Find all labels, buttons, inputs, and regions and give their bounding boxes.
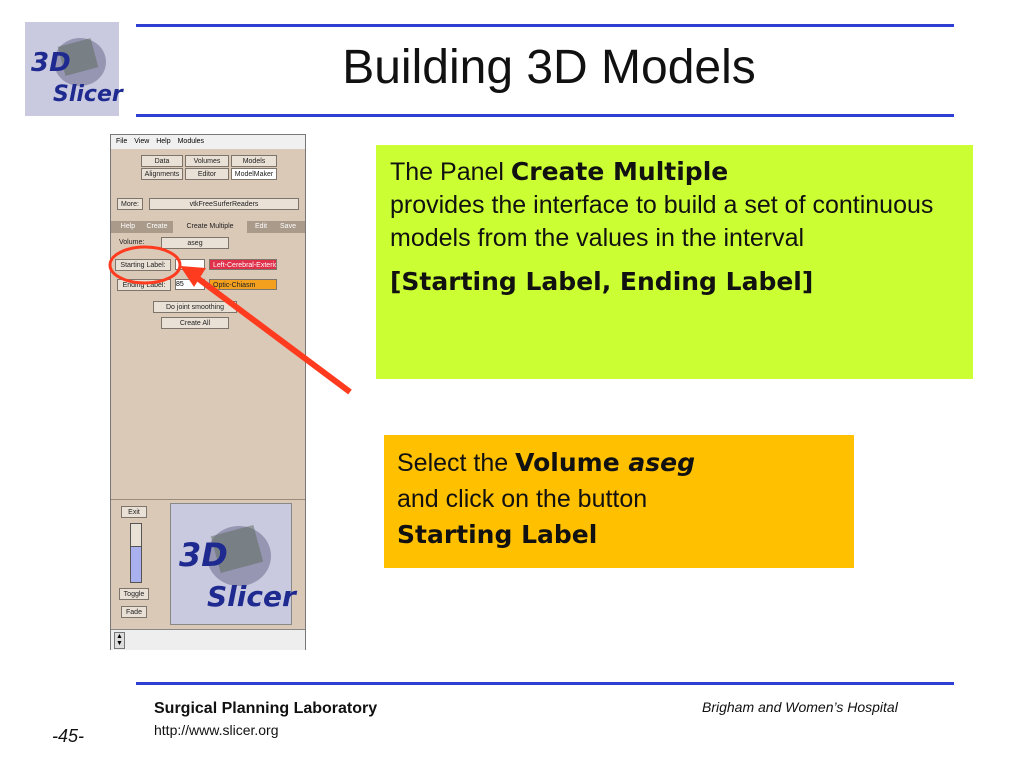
footer-lab: Surgical Planning Laboratory [154,700,378,717]
slicer-viewer-logo: 3D Slicer [170,503,296,625]
volume-select-button[interactable]: aseg [161,237,229,249]
starting-label-color: Left-Cerebral-Exterior [209,259,277,270]
instruction-button-name: Starting Label [397,520,598,549]
instruction-paragraph: Select the Volume aseg and click on the b… [397,445,841,553]
title-underline-rule [136,114,954,117]
toggle-button[interactable]: Toggle [119,588,149,600]
module-alignments-button[interactable]: Alignments [141,168,183,180]
logo-3d-text: 3D [31,48,71,78]
logo-slicer-text: Slicer [53,82,123,107]
footer-rule [136,682,954,685]
interval-text: [Starting Label, Ending Label] [390,267,814,296]
page-number: -45- [52,726,85,746]
top-rule [136,24,954,27]
slide-title: Building 3D Models [342,41,756,94]
create-multiple-info-box: The Panel Create Multiple provides the in… [376,145,973,379]
footer-hospital: Brigham and Women’s Hospital [702,699,898,715]
logo-graphic [54,38,106,86]
menu-modules[interactable]: Modules [177,138,205,145]
highlight-circle [108,245,182,285]
viewer-logo-3d-text: 3D [179,536,228,574]
fade-slider[interactable] [130,523,142,583]
more-module-select[interactable]: vtkFreeSurferReaders [149,198,299,210]
menu-bar: File View Help Modules [111,135,305,149]
module-editor-button[interactable]: Editor [185,168,229,180]
info-text-2: provides the interface to build a set of… [390,191,934,252]
instruction-text-1: Select the [397,449,516,477]
instruction-box: Select the Volume aseg and click on the b… [384,435,854,568]
slicer-logo: 3D Slicer [25,22,123,116]
fade-button[interactable]: Fade [121,606,147,618]
volume-label: Volume: [119,239,145,246]
spin-arrows-icon[interactable]: ▲▼ [114,632,125,649]
tab-edit[interactable]: Edit [254,223,268,230]
footer-url[interactable]: http://www.slicer.org [154,722,279,738]
viewer-logo-slicer-text: Slicer [207,580,296,613]
info-text-1: The Panel [390,158,511,186]
info-panel-name: Create Multiple [510,157,729,186]
arrow-head-icon [180,266,206,287]
instruction-aseg: aseg [628,448,695,477]
tab-create-multiple[interactable]: Create Multiple [173,221,247,233]
module-models-button[interactable]: Models [231,155,277,167]
menu-view[interactable]: View [134,138,150,145]
tab-create[interactable]: Create [146,223,168,230]
module-volumes-button[interactable]: Volumes [185,155,229,167]
create-all-button[interactable]: Create All [161,317,229,329]
viewer-logo-graphic [207,524,271,586]
status-bar: ▲▼ [111,629,305,650]
info-paragraph: The Panel Create Multiple provides the in… [390,155,959,255]
menu-help[interactable]: Help [156,138,171,145]
more-button[interactable]: More: [117,198,143,210]
tab-help[interactable]: Help [120,223,136,230]
menu-file[interactable]: File [116,138,128,145]
module-modelmaker-button[interactable]: ModelMaker [231,168,277,180]
exit-button[interactable]: Exit [121,506,147,518]
instruction-volume: Volume [515,448,629,477]
panel-tabs: Help Create Create Multiple Edit Save [111,221,305,233]
slider-knob[interactable] [131,524,141,547]
starting-label-button[interactable]: Starting Label: [115,259,171,271]
arrow-shaft [194,274,352,395]
tab-save[interactable]: Save [280,223,296,230]
module-data-button[interactable]: Data [141,155,183,167]
instruction-text-2: and click on the button [397,485,648,513]
